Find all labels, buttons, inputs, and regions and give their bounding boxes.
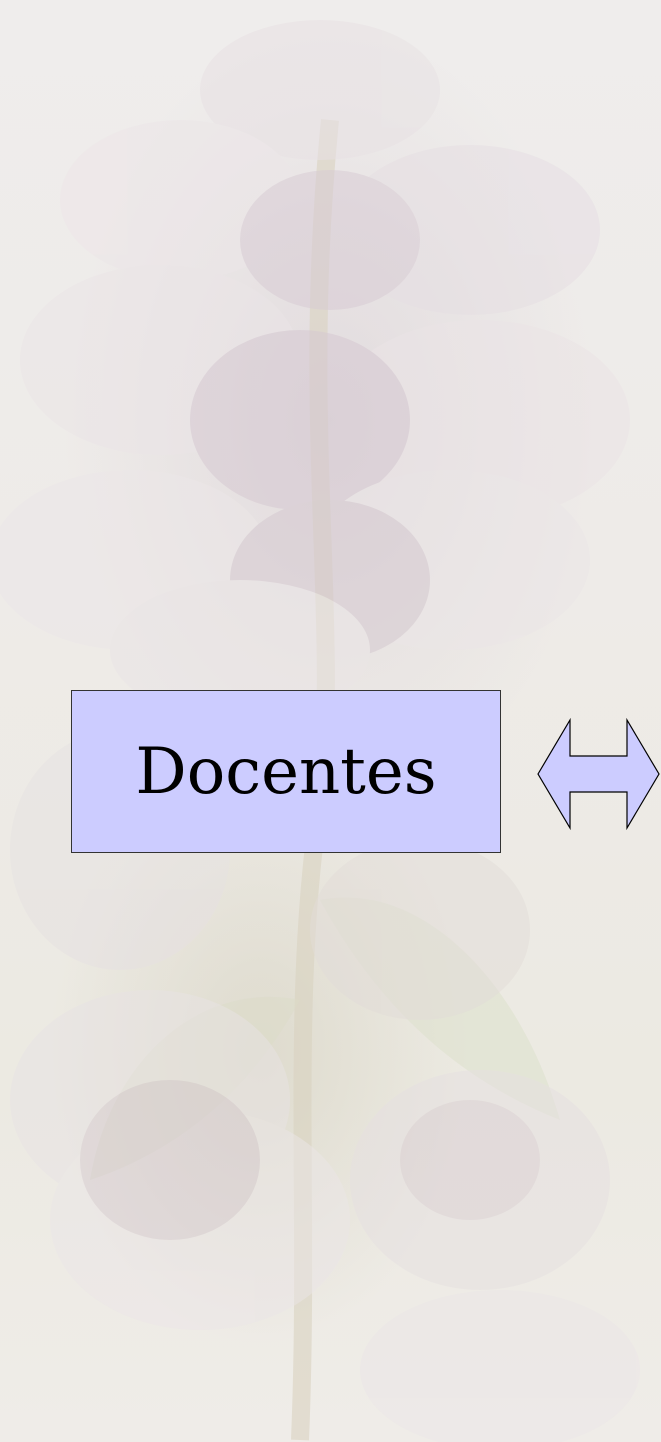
double-headed-arrow-icon — [537, 718, 660, 830]
node-label: Docentes — [135, 734, 437, 809]
docentes-node: Docentes — [71, 690, 501, 853]
